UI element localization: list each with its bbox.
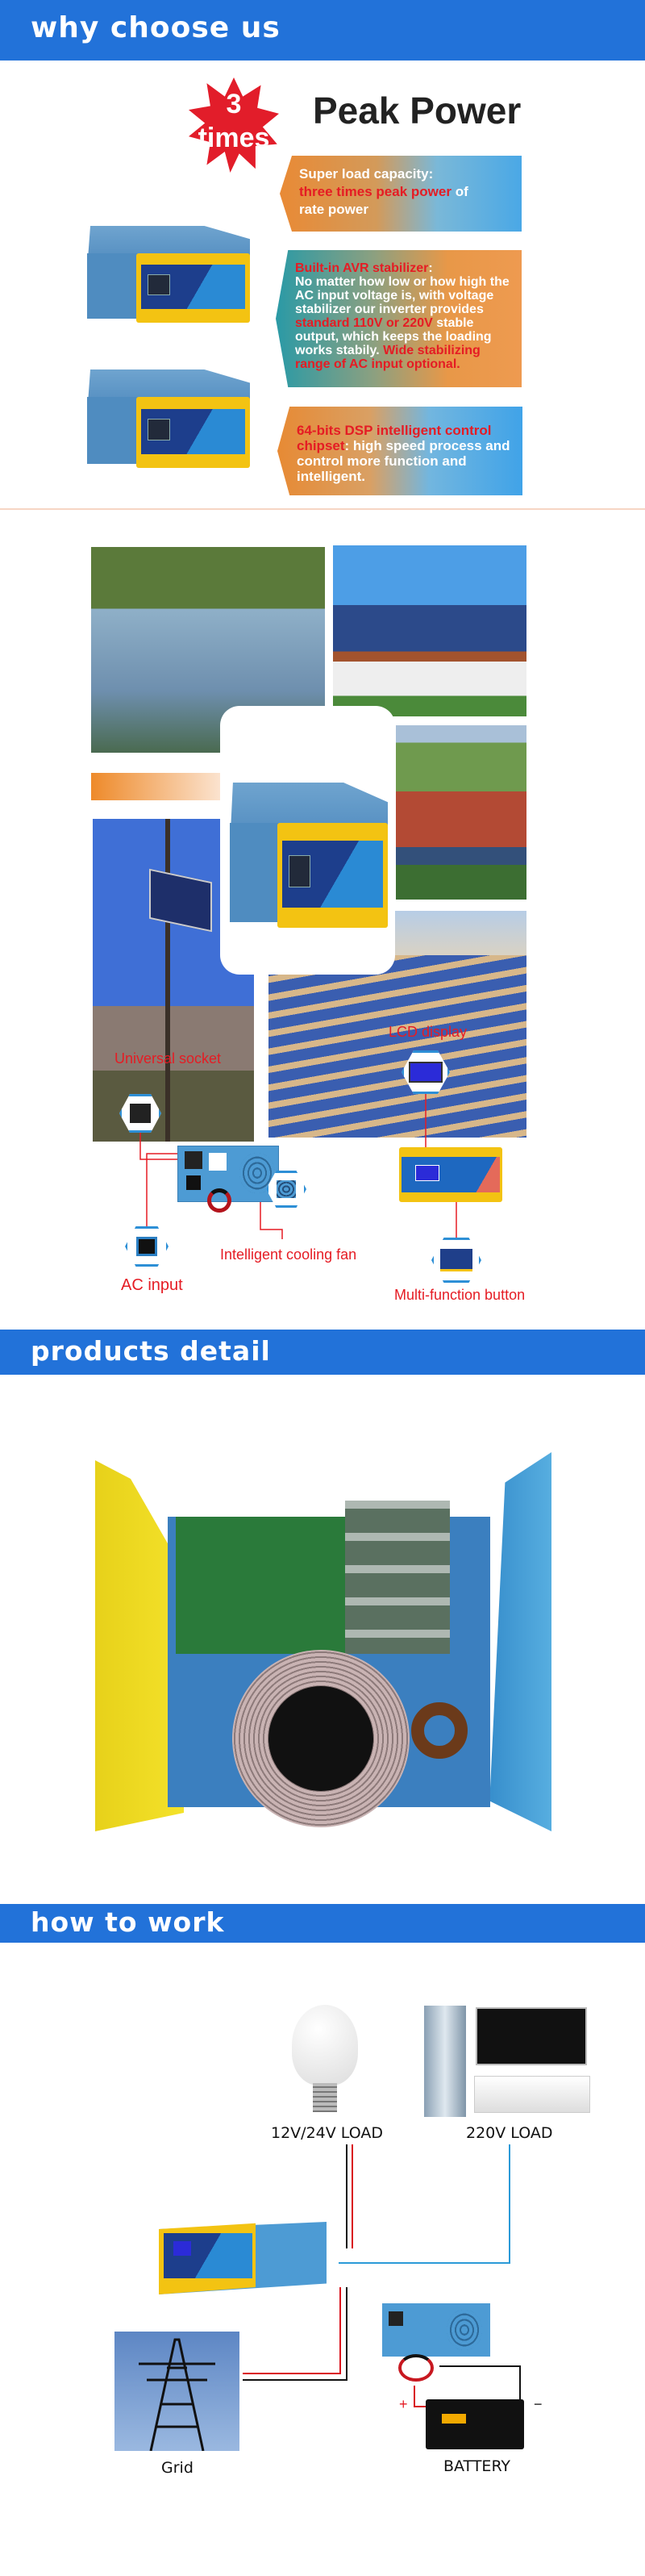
section-header-why-choose-us: why choose us xyxy=(0,0,645,61)
label-universal-socket: Universal socket xyxy=(114,1050,222,1067)
house-rooftop-solar-photo xyxy=(333,545,526,716)
battery-cable xyxy=(398,2354,434,2382)
lcd-display-icon xyxy=(402,1050,450,1094)
divider xyxy=(0,508,645,510)
callout-lines xyxy=(139,1091,457,1239)
inverter-back-panel-image xyxy=(177,1146,279,1213)
box-text: rate power xyxy=(299,202,368,217)
inverter-back-image xyxy=(382,2303,490,2357)
air-conditioner-image xyxy=(474,2076,590,2113)
box-text: three times peak power of xyxy=(299,184,468,199)
grid-tower-image xyxy=(114,2332,239,2452)
label-battery: BATTERY xyxy=(443,2457,511,2475)
village-solar-roofs-photo xyxy=(396,725,526,900)
inverter-product-image xyxy=(87,226,250,323)
section-header-how-to-work: how to work xyxy=(0,1904,645,1943)
peak-power-title: Peak Power xyxy=(313,90,522,132)
feature-box-avr: Built-in AVR stabilizer: No matter how l… xyxy=(276,250,522,387)
hybrid-inverter-image xyxy=(159,2217,327,2294)
label-dc-load: 12V/24V LOAD xyxy=(271,2124,383,2142)
light-bulb-image xyxy=(292,2005,358,2085)
feature-box-dsp: 64-bits DSP intelligent control chipset:… xyxy=(277,407,522,495)
universal-socket-icon xyxy=(119,1094,161,1133)
multi-function-button-icon xyxy=(431,1238,481,1283)
inverter-front-panel-image xyxy=(399,1147,502,1202)
ac-input-icon xyxy=(125,1226,169,1267)
bulb-base xyxy=(313,2083,337,2112)
refrigerator-image xyxy=(424,2006,466,2117)
badge-number: 3 xyxy=(226,89,242,119)
badge-word: times xyxy=(198,123,270,153)
box-text: Super load capacity: xyxy=(299,166,434,182)
microwave-image xyxy=(476,2007,587,2065)
orange-accent-bar xyxy=(91,773,220,800)
label-ac-load: 220V LOAD xyxy=(466,2124,553,2142)
inverter-interior-photo xyxy=(95,1452,551,1839)
section-header-products-detail: products detail xyxy=(0,1330,645,1375)
center-product-card xyxy=(220,706,395,975)
battery-image xyxy=(426,2399,524,2449)
label-grid: Grid xyxy=(161,2459,194,2477)
wiring-diagram-lines xyxy=(243,2144,521,2407)
three-times-badge: 3 times xyxy=(189,77,279,173)
negative-terminal-label: − xyxy=(534,2396,543,2412)
label-multi-function-button: Multi-function button xyxy=(394,1287,526,1303)
label-ac-input: AC input xyxy=(121,1276,183,1294)
feature-box-load-capacity: Super load capacity: three times peak po… xyxy=(280,156,522,232)
positive-terminal-label: + xyxy=(399,2396,408,2412)
label-lcd-display: LCD display xyxy=(389,1024,468,1040)
inverter-product-image xyxy=(87,369,250,468)
label-cooling-fan: Intelligent cooling fan xyxy=(220,1246,357,1263)
